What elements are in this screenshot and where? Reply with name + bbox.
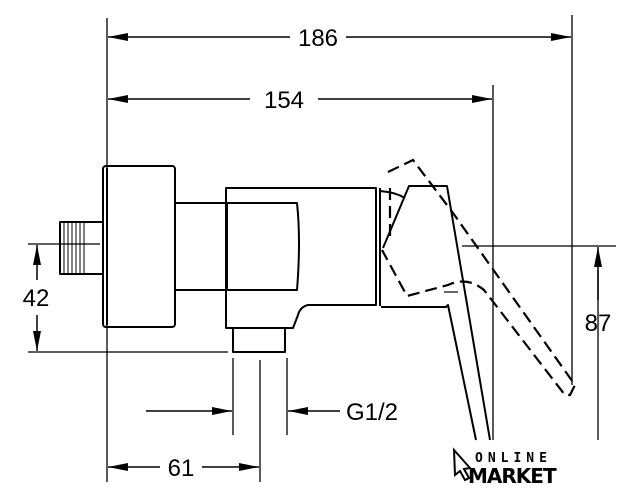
faucet-body <box>59 165 491 441</box>
dim-154-label: 154 <box>264 87 304 114</box>
inlet-thread <box>59 221 104 275</box>
dim-61-label: 61 <box>168 455 195 482</box>
outlet-spout <box>232 327 286 353</box>
svg-text:MARKET: MARKET <box>468 464 557 488</box>
dimension-lines <box>33 33 602 471</box>
thread-label: G1/2 <box>346 399 398 426</box>
escutcheon <box>102 165 176 328</box>
online-market-logo: ONLINE MARKET <box>452 447 558 488</box>
extension-lines <box>28 15 616 482</box>
svg-text:ONLINE: ONLINE <box>475 451 552 466</box>
cursor-icon <box>452 447 472 482</box>
dim-42-label: 42 <box>23 285 50 312</box>
dim-87-label: 87 <box>585 310 612 337</box>
handle <box>382 185 491 441</box>
dim-186-label: 186 <box>298 25 338 52</box>
mixer-body <box>225 187 377 329</box>
neck <box>174 202 228 291</box>
handle-alt-position <box>381 158 577 397</box>
